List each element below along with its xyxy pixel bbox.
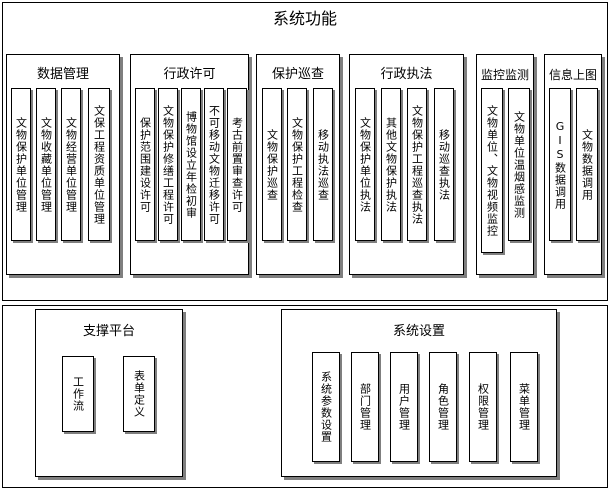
module-item: 其他文物保护执法 [381, 88, 401, 241]
settings-item: 用户管理 [390, 352, 418, 462]
support-platform-panel: 支撑平台 工作流 表单定义 [35, 309, 183, 477]
module-title: 行政执法 [380, 67, 433, 82]
settings-item: 系统参数设置 [312, 352, 340, 462]
module-item: 文物保护修缮工程许可 [158, 88, 178, 241]
module-item: 博物馆设立年检初审 [181, 88, 201, 241]
bottom-panel [2, 305, 608, 488]
module-title: 信息上图 [548, 68, 597, 82]
module-item: 文物保护工程巡查执法 [407, 88, 427, 241]
support-item-workflow: 工作流 [62, 356, 94, 432]
module-item: 考古前置审查许可 [227, 88, 247, 241]
settings-item: 权限管理 [469, 352, 497, 462]
support-item-form-definition: 表单定义 [123, 356, 155, 432]
module-protection-inspection: 保护巡查 文物保护巡查 文物保护工程检查 移动执法巡查 [256, 54, 340, 275]
module-administrative-permit: 行政许可 保护范围建设许可 文物保护修缮工程许可 博物馆设立年检初审 不可移动文… [130, 54, 249, 275]
module-item: 文物单位、文物视频监控 [481, 88, 503, 253]
settings-item: 部门管理 [351, 352, 379, 462]
module-item: 移动巡查执法 [434, 88, 454, 241]
module-item: 文保工程资质单位管理 [88, 88, 110, 241]
module-item: 文物数据调用 [576, 88, 598, 241]
module-item: 文物保护单位管理 [11, 88, 31, 241]
module-item: 文物保护工程检查 [287, 88, 307, 241]
module-item: 保护范围建设许可 [135, 88, 155, 241]
module-item: GIS数据调用 [549, 88, 571, 241]
system-functions-title: 系统功能 [272, 9, 337, 28]
module-item: 文物保护单位执法 [355, 88, 375, 241]
settings-item: 角色管理 [429, 352, 457, 462]
system-settings-panel: 系统设置 系统参数设置 部门管理 用户管理 角色管理 权限管理 菜单管理 [281, 309, 557, 477]
module-data-management: 数据管理 文物保护单位管理 文物收藏单位管理 文物经营单位管理 文保工程资质单位… [6, 54, 120, 275]
module-item: 文物保护巡查 [262, 88, 282, 241]
settings-item: 菜单管理 [510, 352, 538, 462]
system-functions-panel: 系统功能 [2, 2, 608, 301]
module-administrative-enforcement: 行政执法 文物保护单位执法 其他文物保护执法 文物保护工程巡查执法 移动巡查执法 [349, 54, 464, 275]
module-title: 行政许可 [163, 67, 216, 82]
support-platform-title: 支撑平台 [82, 324, 135, 339]
module-item: 文物单位温烟感监测 [508, 88, 530, 241]
module-info-mapping: 信息上图 GIS数据调用 文物数据调用 [544, 54, 602, 275]
module-item: 文物经营单位管理 [61, 88, 81, 241]
system-settings-title: 系统设置 [392, 324, 445, 339]
module-title: 保护巡查 [271, 67, 324, 82]
module-item: 移动执法巡查 [313, 88, 333, 241]
module-title: 数据管理 [36, 67, 89, 82]
module-item: 文物收藏单位管理 [36, 88, 56, 241]
module-title: 监控监测 [480, 68, 529, 82]
module-item: 不可移动文物迁移许可 [204, 88, 224, 241]
module-monitoring: 监控监测 文物单位、文物视频监控 文物单位温烟感监测 [476, 54, 534, 275]
